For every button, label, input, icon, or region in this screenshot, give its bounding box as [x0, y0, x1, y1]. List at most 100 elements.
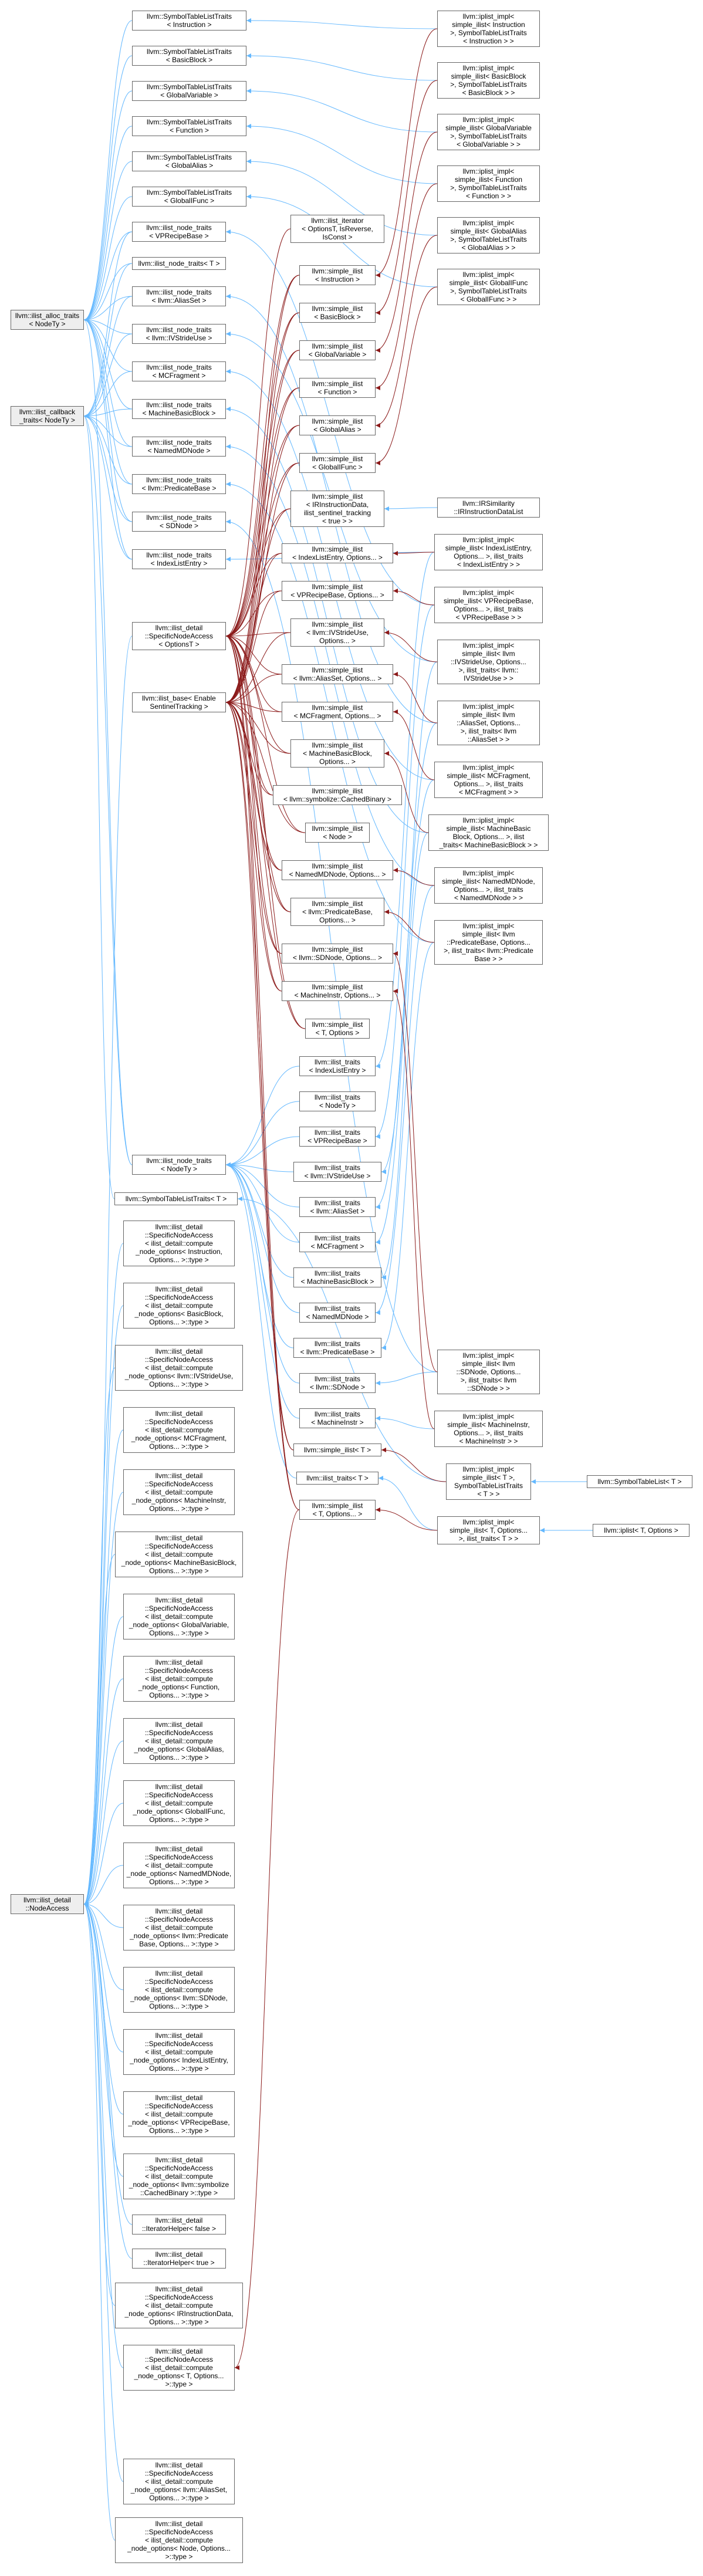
node-ilist-traits-vprecipebase[interactable]: llvm::ilist_traits < VPRecipeBase >	[299, 1127, 376, 1147]
node-ilist-traits-aliasset[interactable]: llvm::ilist_traits < llvm::AliasSet >	[299, 1197, 376, 1217]
node-sna-globalvariable[interactable]: llvm::ilist_detail ::SpecificNodeAccess …	[123, 1594, 235, 1639]
node-iplist-t-symtab[interactable]: llvm::iplist_impl< simple_ilist< T >, Sy…	[446, 1463, 531, 1500]
node-symtab-traits-instruction[interactable]: llvm::SymbolTableListTraits < Instructio…	[132, 11, 246, 31]
node-ilist-traits-indexlistentry[interactable]: llvm::ilist_traits < IndexListEntry >	[299, 1056, 376, 1076]
node-ilist-traits-machineinstr[interactable]: llvm::ilist_traits < MachineInstr >	[299, 1408, 376, 1428]
node-node-traits-vprecipebase[interactable]: llvm::ilist_node_traits < VPRecipeBase >	[132, 222, 226, 242]
node-symtab-traits-function[interactable]: llvm::SymbolTableListTraits < Function >	[132, 116, 246, 136]
node-node-traits-aliasset[interactable]: llvm::ilist_node_traits < llvm::AliasSet…	[132, 286, 226, 306]
node-simple-ilist-globalalias[interactable]: llvm::simple_ilist < GlobalAlias >	[299, 415, 376, 435]
node-node-traits-predicatebase[interactable]: llvm::ilist_node_traits < llvm::Predicat…	[132, 474, 226, 494]
node-sna-node[interactable]: llvm::ilist_detail ::SpecificNodeAccess …	[115, 2517, 243, 2563]
node-iplist-sdnode[interactable]: llvm::iplist_impl< simple_ilist< llvm ::…	[437, 1350, 540, 1394]
node-simple-ilist-mcfragment[interactable]: llvm::simple_ilist < MCFragment, Options…	[282, 702, 393, 722]
node-simple-ilist-function[interactable]: llvm::simple_ilist < Function >	[299, 378, 376, 398]
node-simple-ilist-t[interactable]: llvm::simple_ilist< T >	[293, 1443, 381, 1456]
node-sna-ivstrideuse[interactable]: llvm::ilist_detail ::SpecificNodeAccess …	[115, 1345, 243, 1391]
node-ilist-traits-sdnode[interactable]: llvm::ilist_traits < llvm::SDNode >	[299, 1373, 376, 1393]
node-iplist-instruction[interactable]: llvm::iplist_impl< simple_ilist< Instruc…	[437, 11, 540, 47]
node-ilist-traits-predicatebase[interactable]: llvm::ilist_traits < llvm::PredicateBase…	[293, 1338, 381, 1358]
node-iplist-globalalias[interactable]: llvm::iplist_impl< simple_ilist< GlobalA…	[437, 217, 540, 253]
node-iterator-helper-false[interactable]: llvm::ilist_detail ::IteratorHelper< fal…	[132, 2215, 226, 2234]
node-sna-machineinstr[interactable]: llvm::ilist_detail ::SpecificNodeAccess …	[123, 1469, 235, 1515]
node-iplist-machinebasicblock[interactable]: llvm::iplist_impl< simple_ilist< Machine…	[428, 814, 549, 851]
node-sna-instruction[interactable]: llvm::ilist_detail ::SpecificNodeAccess …	[123, 1221, 235, 1266]
node-simple-ilist-aliasset[interactable]: llvm::simple_ilist < llvm::AliasSet, Opt…	[282, 664, 393, 684]
node-ilist-traits-mcfragment[interactable]: llvm::ilist_traits < MCFragment >	[299, 1232, 376, 1252]
node-node-traits-machinebasicblock[interactable]: llvm::ilist_node_traits < MachineBasicBl…	[132, 399, 226, 419]
node-ilist-traits-ivstrideuse[interactable]: llvm::ilist_traits < llvm::IVStrideUse >	[293, 1162, 381, 1182]
node-node-traits-indexlistentry[interactable]: llvm::ilist_node_traits < IndexListEntry…	[132, 549, 226, 569]
node-iplist-basicblock[interactable]: llvm::iplist_impl< simple_ilist< BasicBl…	[437, 62, 540, 99]
node-symboltablelist-t[interactable]: llvm::SymbolTableList< T >	[587, 1475, 692, 1488]
node-sna-predicatebase[interactable]: llvm::ilist_detail ::SpecificNodeAccess …	[123, 1905, 235, 1950]
node-simple-ilist-t-options-dots[interactable]: llvm::simple_ilist < T, Options... >	[299, 1500, 376, 1520]
node-sna-t-options[interactable]: llvm::ilist_detail ::SpecificNodeAccess …	[123, 2345, 235, 2391]
node-sna-vprecipebase[interactable]: llvm::ilist_detail ::SpecificNodeAccess …	[123, 2091, 235, 2137]
node-node-traits-mcfragment[interactable]: llvm::ilist_node_traits < MCFragment >	[132, 361, 226, 381]
node-simple-ilist-machineinstr[interactable]: llvm::simple_ilist < MachineInstr, Optio…	[282, 981, 393, 1001]
node-ilist-node-traits[interactable]: llvm::ilist_node_traits < NodeTy >	[132, 1155, 226, 1175]
node-sna-basicblock[interactable]: llvm::ilist_detail ::SpecificNodeAccess …	[123, 1283, 235, 1328]
node-sna-namedmdnode[interactable]: llvm::ilist_detail ::SpecificNodeAccess …	[123, 1843, 235, 1888]
node-sna-irinstructiondata[interactable]: llvm::ilist_detail ::SpecificNodeAccess …	[115, 2283, 243, 2328]
node-node-access[interactable]: llvm::ilist_detail ::NodeAccess	[11, 1894, 84, 1914]
node-iplist-namedmdnode[interactable]: llvm::iplist_impl< simple_ilist< NamedMD…	[434, 867, 543, 904]
node-iterator-helper-true[interactable]: llvm::ilist_detail ::IteratorHelper< tru…	[132, 2249, 226, 2269]
node-node-traits-t[interactable]: llvm::ilist_node_traits< T >	[132, 257, 226, 270]
node-specific-node-access-optionst[interactable]: llvm::ilist_detail ::SpecificNodeAccess …	[132, 622, 226, 650]
node-simple-ilist-cachedbinary[interactable]: llvm::simple_ilist < llvm::symbolize::Ca…	[273, 785, 402, 805]
node-sna-aliasset[interactable]: llvm::ilist_detail ::SpecificNodeAccess …	[123, 2459, 235, 2504]
node-simple-ilist-node[interactable]: llvm::simple_ilist < Node >	[305, 823, 370, 843]
node-iplist-predicatebase[interactable]: llvm::iplist_impl< simple_ilist< llvm ::…	[434, 920, 543, 965]
node-iplist-machineinstr[interactable]: llvm::iplist_impl< simple_ilist< Machine…	[434, 1411, 543, 1447]
node-iplist-aliasset[interactable]: llvm::iplist_impl< simple_ilist< llvm ::…	[437, 701, 540, 745]
node-iplist-indexlistentry[interactable]: llvm::iplist_impl< simple_ilist< IndexLi…	[434, 534, 543, 570]
node-iplist-vprecipebase[interactable]: llvm::iplist_impl< simple_ilist< VPRecip…	[434, 587, 543, 623]
node-ilist-traits-t[interactable]: llvm::ilist_traits< T >	[296, 1472, 378, 1485]
node-node-traits-sdnode[interactable]: llvm::ilist_node_traits < SDNode >	[132, 512, 226, 532]
node-ilist-callback-traits[interactable]: llvm::ilist_callback _traits< NodeTy >	[11, 406, 84, 426]
node-sna-indexlistentry[interactable]: llvm::ilist_detail ::SpecificNodeAccess …	[123, 2029, 235, 2075]
node-simple-ilist-predicatebase[interactable]: llvm::simple_ilist < llvm::PredicateBase…	[290, 898, 384, 926]
node-iplist-globalifunc[interactable]: llvm::iplist_impl< simple_ilist< GlobalI…	[437, 269, 540, 305]
node-ilist-traits-namedmdnode[interactable]: llvm::ilist_traits < NamedMDNode >	[299, 1303, 376, 1323]
node-irsimilarity-list[interactable]: llvm::IRSimilarity ::IRInstructionDataLi…	[437, 498, 540, 518]
node-sna-mcfragment[interactable]: llvm::ilist_detail ::SpecificNodeAccess …	[123, 1407, 235, 1453]
node-sna-cachedbinary[interactable]: llvm::ilist_detail ::SpecificNodeAccess …	[123, 2154, 235, 2199]
node-simple-ilist-machinebasicblock[interactable]: llvm::simple_ilist < MachineBasicBlock, …	[290, 739, 384, 768]
node-simple-ilist-t-options[interactable]: llvm::simple_ilist < T, Options >	[305, 1019, 370, 1039]
node-simple-ilist-namedmdnode[interactable]: llvm::simple_ilist < NamedMDNode, Option…	[282, 860, 393, 880]
node-sna-function[interactable]: llvm::ilist_detail ::SpecificNodeAccess …	[123, 1656, 235, 1702]
node-simple-ilist-vprecipebase[interactable]: llvm::simple_ilist < VPRecipeBase, Optio…	[282, 581, 393, 601]
node-symtab-traits-basicblock[interactable]: llvm::SymbolTableListTraits < BasicBlock…	[132, 46, 246, 66]
node-iplist-ivstrideuse[interactable]: llvm::iplist_impl< simple_ilist< llvm ::…	[437, 640, 540, 684]
node-ilist-traits-nodety[interactable]: llvm::ilist_traits < NodeTy >	[299, 1091, 376, 1111]
node-simple-ilist-instruction[interactable]: llvm::simple_ilist < Instruction >	[299, 265, 376, 285]
node-simple-ilist-globalvariable[interactable]: llvm::simple_ilist < GlobalVariable >	[299, 340, 376, 360]
node-sna-sdnode[interactable]: llvm::ilist_detail ::SpecificNodeAccess …	[123, 1967, 235, 2013]
node-symtab-traits-globalifunc[interactable]: llvm::SymbolTableListTraits < GlobalIFun…	[132, 187, 246, 207]
node-simple-ilist-basicblock[interactable]: llvm::simple_ilist < BasicBlock >	[299, 303, 376, 323]
node-iplist-t-options-final[interactable]: llvm::iplist< T, Options >	[593, 1524, 690, 1537]
node-symtab-traits-globalalias[interactable]: llvm::SymbolTableListTraits < GlobalAlia…	[132, 151, 246, 171]
node-iplist-mcfragment[interactable]: llvm::iplist_impl< simple_ilist< MCFragm…	[434, 762, 543, 798]
node-ilist-traits-machinebasicblock[interactable]: llvm::ilist_traits < MachineBasicBlock >	[293, 1267, 381, 1287]
node-node-traits-ivstrideuse[interactable]: llvm::ilist_node_traits < llvm::IVStride…	[132, 324, 226, 344]
node-node-traits-namedmdnode[interactable]: llvm::ilist_node_traits < NamedMDNode >	[132, 437, 226, 457]
node-sna-globalalias[interactable]: llvm::ilist_detail ::SpecificNodeAccess …	[123, 1718, 235, 1764]
node-symtab-traits-globalvariable[interactable]: llvm::SymbolTableListTraits < GlobalVari…	[132, 81, 246, 101]
node-simple-ilist-irinstructiondata[interactable]: llvm::simple_ilist < IRInstructionData, …	[290, 491, 384, 527]
node-iplist-globalvariable[interactable]: llvm::iplist_impl< simple_ilist< GlobalV…	[437, 114, 540, 150]
node-simple-ilist-globalifunc[interactable]: llvm::simple_ilist < GlobalIFunc >	[299, 453, 376, 473]
node-ilist-iterator[interactable]: llvm::ilist_iterator < OptionsT, IsRever…	[290, 215, 384, 243]
node-simple-ilist-sdnode[interactable]: llvm::simple_ilist < llvm::SDNode, Optio…	[282, 944, 393, 964]
node-symtab-traits-t[interactable]: llvm::SymbolTableListTraits< T >	[114, 1192, 238, 1205]
node-iplist-t-options[interactable]: llvm::iplist_impl< simple_ilist< T, Opti…	[437, 1516, 540, 1544]
node-simple-ilist-ivstrideuse[interactable]: llvm::simple_ilist < llvm::IVStrideUse, …	[290, 618, 384, 647]
node-ilist-alloc-traits[interactable]: llvm::ilist_alloc_traits < NodeTy >	[11, 310, 84, 330]
node-iplist-function[interactable]: llvm::iplist_impl< simple_ilist< Functio…	[437, 165, 540, 202]
node-sna-globalifunc[interactable]: llvm::ilist_detail ::SpecificNodeAccess …	[123, 1780, 235, 1826]
node-ilist-base[interactable]: llvm::ilist_base< Enable SentinelTrackin…	[132, 692, 226, 712]
node-sna-machinebasicblock[interactable]: llvm::ilist_detail ::SpecificNodeAccess …	[115, 1532, 243, 1577]
